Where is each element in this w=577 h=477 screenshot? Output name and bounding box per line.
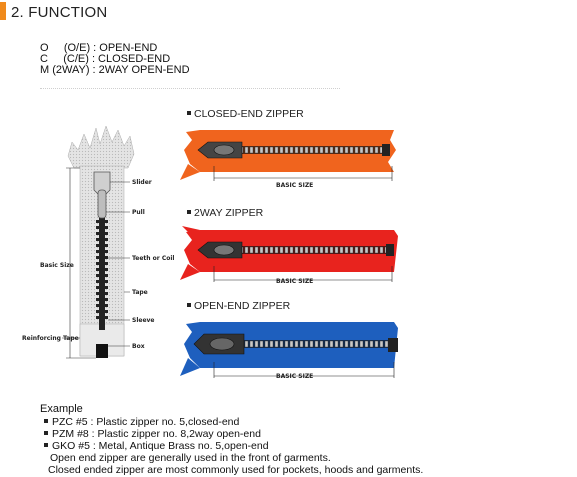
legend-2way: M (2WAY) : 2WAY OPEN-END bbox=[40, 64, 190, 76]
label-pull: Pull bbox=[132, 209, 145, 216]
label-basic-size: Basic Size bbox=[40, 262, 74, 269]
closed-end-title: CLOSED-END ZIPPER bbox=[187, 108, 304, 120]
zipper-anatomy-diagram bbox=[62, 125, 135, 359]
dotted-divider bbox=[40, 88, 340, 89]
2way-title: 2WAY ZIPPER bbox=[187, 207, 263, 219]
label-slider: Slider bbox=[132, 179, 152, 186]
example-item: GKO #5 : Metal, Antique Brass no. 5,open… bbox=[44, 440, 269, 452]
open-end-basic-size: BASIC SIZE bbox=[276, 373, 314, 380]
tape-top-frayed bbox=[67, 125, 135, 169]
2way-zipper bbox=[180, 226, 398, 282]
closed-end-zipper bbox=[180, 130, 396, 181]
example-note: Open end zipper are generally used in th… bbox=[50, 452, 331, 464]
example-note: Closed ended zipper are most commonly us… bbox=[48, 464, 424, 476]
2way-basic-size: BASIC SIZE bbox=[276, 278, 314, 285]
label-sleeve: Sleeve bbox=[132, 317, 155, 324]
section-heading: 2. FUNCTION bbox=[11, 4, 108, 21]
closed-end-basic-size: BASIC SIZE bbox=[276, 182, 314, 189]
legend-closed-end: C (C/E) : CLOSED-END bbox=[40, 53, 171, 65]
teeth-chain bbox=[96, 180, 108, 330]
heading-accent-bar bbox=[0, 2, 6, 20]
pull-shape bbox=[97, 189, 107, 219]
label-tape: Tape bbox=[132, 289, 148, 296]
box-shape bbox=[96, 344, 108, 358]
label-teeth: Teeth or Coil bbox=[132, 255, 175, 262]
open-end-zipper bbox=[180, 322, 398, 378]
example-item: PZC #5 : Plastic zipper no. 5,closed-end bbox=[44, 416, 239, 428]
legend-open-end: O (O/E) : OPEN-END bbox=[40, 42, 158, 54]
label-reinforcing: Reinforcing Tape bbox=[22, 335, 79, 342]
label-box: Box bbox=[132, 343, 145, 350]
example-title: Example bbox=[40, 403, 83, 415]
open-end-title: OPEN-END ZIPPER bbox=[187, 300, 290, 312]
example-item: PZM #8 : Plastic zipper no. 8,2way open-… bbox=[44, 428, 261, 440]
